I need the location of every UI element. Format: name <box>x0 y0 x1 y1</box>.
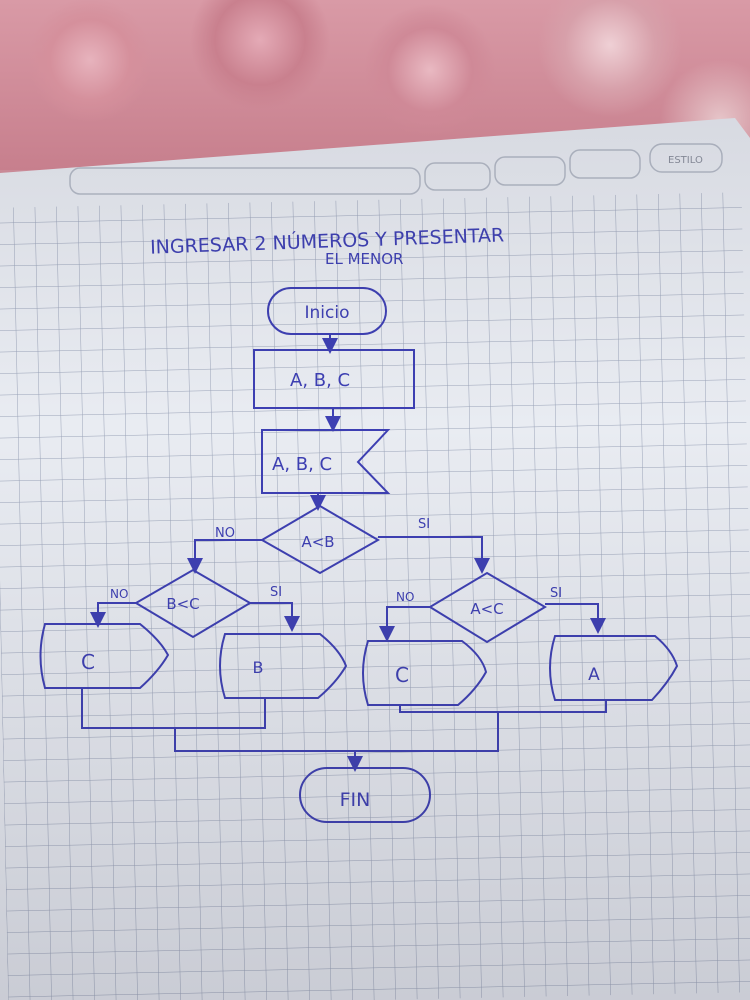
output-left-si-b <box>219 633 348 699</box>
output-right-no-c <box>362 640 488 706</box>
header-date-box-1 <box>424 162 491 191</box>
read-label: A, B, C <box>272 454 332 475</box>
label-right-si: SI <box>550 586 562 601</box>
read-data-shape <box>261 429 391 494</box>
start-label: Inicio <box>305 303 350 323</box>
label-left-si: SI <box>270 585 282 600</box>
connector-left-si <box>250 602 300 632</box>
merge-main <box>174 712 499 752</box>
label-left-no: NO <box>110 587 128 601</box>
connector-right-no <box>379 606 430 642</box>
merge-right <box>399 700 607 713</box>
connector-main-no <box>187 539 262 574</box>
decision-right-label: A<C <box>470 600 503 618</box>
notebook-header: ESTILO <box>69 143 723 195</box>
label-right-no: NO <box>396 590 414 604</box>
output-right-no-label: C <box>395 663 409 687</box>
title-line-2: EL MENOR <box>325 250 403 268</box>
brand-label: ESTILO <box>668 155 703 166</box>
decision-left-label: B<C <box>166 595 199 613</box>
grid-paper <box>0 192 750 1000</box>
end-terminal <box>299 767 431 823</box>
header-date-box-3 <box>569 149 641 179</box>
connector-right-si <box>545 603 606 634</box>
header-field-box <box>69 167 421 195</box>
label-main-si: SI <box>418 517 430 532</box>
connector-main-si <box>378 536 490 574</box>
decision-right <box>428 571 547 644</box>
output-left-no-c <box>39 623 170 689</box>
label-main-no: NO <box>215 526 235 541</box>
output-left-si-label: B <box>253 658 264 677</box>
connector-left-no <box>90 602 136 628</box>
decision-main <box>260 504 380 575</box>
decision-left <box>134 568 252 639</box>
brand-badge <box>649 143 723 173</box>
start-terminal <box>267 287 387 335</box>
merge-left <box>81 688 266 729</box>
output-left-no-label: C <box>81 650 95 674</box>
output-right-si-label: A <box>588 665 600 685</box>
header-date-box-2 <box>494 156 566 186</box>
input-label: A, B, C <box>290 370 350 391</box>
output-right-si-a <box>549 635 679 701</box>
end-label: FIN <box>340 789 371 811</box>
decision-main-label: A<B <box>301 533 334 551</box>
